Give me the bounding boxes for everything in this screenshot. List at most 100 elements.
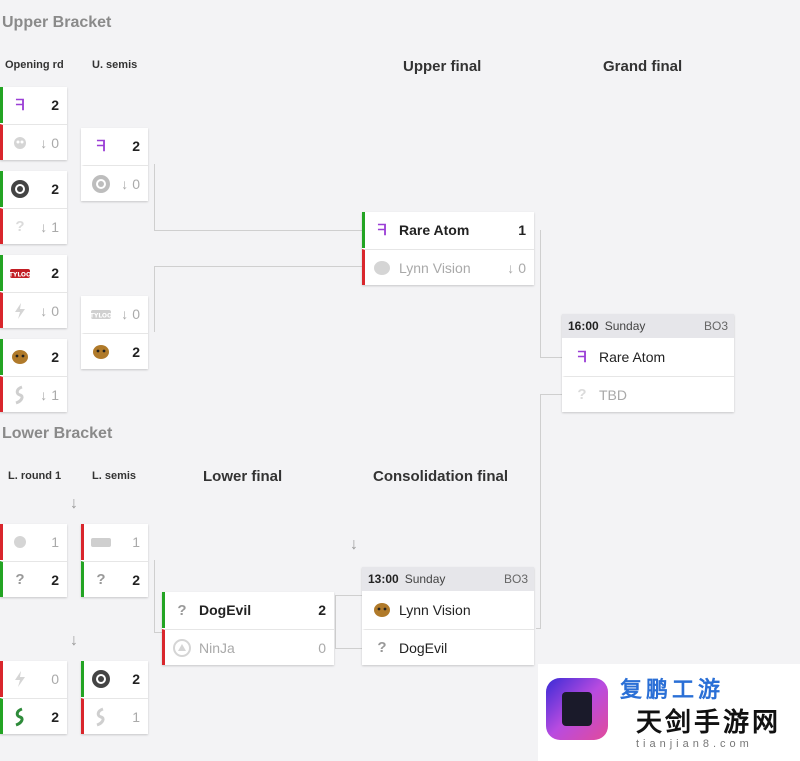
rare-atom-logo: ᖷ xyxy=(577,348,587,366)
rare-atom-logo: ᖷ xyxy=(96,137,106,155)
rare-atom-logo: ᖷ xyxy=(15,96,25,114)
arrow-down-icon: ↓ xyxy=(350,536,358,553)
match-format: BO3 xyxy=(703,319,728,333)
dragon-logo xyxy=(90,706,112,728)
match-opening-2[interactable]: 2 ? ↓ 1 xyxy=(0,171,67,244)
team-row[interactable]: ↓ 0 xyxy=(0,292,67,328)
col-upper-semis: U. semis xyxy=(92,59,138,71)
arrow-down-icon: ↓ xyxy=(40,386,48,403)
team-score: 0 xyxy=(518,259,526,276)
team-row[interactable]: TYLOO 2 xyxy=(0,255,67,291)
team-row[interactable]: ? ↓ 1 xyxy=(0,208,67,244)
team-score: 2 xyxy=(51,349,59,365)
col-opening-round: Opening rd xyxy=(5,59,64,71)
team-name: Lynn Vision xyxy=(399,259,471,276)
team-row[interactable]: ᖷ Rare Atom 1 xyxy=(362,212,534,248)
team-score: 0 xyxy=(51,134,59,151)
match-lower-round1-1[interactable]: 1 ? 2 xyxy=(0,524,67,597)
question-mark-logo: ? xyxy=(15,571,25,588)
lower-bracket-title: Lower Bracket xyxy=(2,425,113,442)
team-row[interactable]: 0 xyxy=(0,661,67,697)
match-lower-final[interactable]: ? DogEvil 2 NinJa 0 xyxy=(162,592,334,665)
match-format: BO3 xyxy=(503,572,528,586)
team-name: TBD xyxy=(599,386,627,403)
match-opening-4[interactable]: 2 ↓ 1 xyxy=(0,339,67,412)
match-consolidation-final[interactable]: 13:00 Sunday BO3 Lynn Vision ? DogEvil xyxy=(362,567,534,665)
team-row[interactable]: Lynn Vision ↓ 0 xyxy=(362,249,534,285)
tyloo-logo: TYLOO xyxy=(90,303,112,325)
team-row[interactable]: ᖷ 2 xyxy=(81,128,148,164)
tyloo-logo: TYLOO xyxy=(9,262,31,284)
watermark-sub-text: tianjian8.com xyxy=(636,738,753,750)
team-row[interactable]: 1 xyxy=(0,524,67,560)
team-row[interactable]: 1 xyxy=(81,698,148,734)
team-score: 2 xyxy=(51,97,59,113)
circle-emblem-logo xyxy=(9,178,31,200)
team-score: 2 xyxy=(318,602,326,618)
team-row[interactable]: 2 xyxy=(0,171,67,207)
team-row[interactable]: ? 2 xyxy=(81,561,148,597)
lightning-logo xyxy=(9,668,31,690)
svg-text:TYLOO: TYLOO xyxy=(9,272,31,279)
question-mark-logo: ? xyxy=(177,601,187,619)
match-lower-semi-2[interactable]: 2 1 xyxy=(81,661,148,734)
col-upper-final: Upper final xyxy=(403,58,482,75)
team-row[interactable]: 2 xyxy=(81,333,148,369)
team-row[interactable]: ᖷ 2 xyxy=(0,87,67,123)
team-row[interactable]: 2 xyxy=(0,339,67,375)
team-name: Rare Atom xyxy=(399,222,470,238)
team-row[interactable]: Lynn Vision xyxy=(362,592,534,628)
team-row[interactable]: ᖷ Rare Atom xyxy=(562,339,734,375)
team-name: Lynn Vision xyxy=(399,602,471,618)
match-upper-final[interactable]: ᖷ Rare Atom 1 Lynn Vision ↓ 0 xyxy=(362,212,534,285)
watermark-main-text: 天剑手游网 xyxy=(636,707,782,737)
team-row[interactable]: ? 2 xyxy=(0,561,67,597)
team-score: 2 xyxy=(132,343,140,360)
circle-emblem-logo xyxy=(90,173,112,195)
watermark-top-text: 复鹏工游 xyxy=(620,677,725,702)
team-row[interactable]: 2 xyxy=(0,698,67,734)
match-header: 13:00 Sunday BO3 xyxy=(362,567,534,591)
question-mark-logo: ? xyxy=(577,386,587,403)
team-row[interactable]: TYLOO ↓ 0 xyxy=(81,296,148,332)
team-score: 1 xyxy=(51,218,59,235)
team-row[interactable]: 1 xyxy=(81,524,148,560)
svg-text:TYLOO: TYLOO xyxy=(90,313,112,320)
team-score: 2 xyxy=(51,571,59,588)
team-score: 1 xyxy=(132,534,140,550)
match-time: 16:00 xyxy=(568,319,599,333)
match-grand-final[interactable]: 16:00 Sunday BO3 ᖷ Rare Atom ? TBD xyxy=(562,314,734,412)
team-score: 1 xyxy=(518,222,526,238)
team-row[interactable]: ? DogEvil 2 xyxy=(162,592,334,628)
team-row[interactable]: ↓ 1 xyxy=(0,376,67,412)
site-watermark: 复鹏工游 天剑手游网 tianjian8.com xyxy=(538,664,800,761)
question-mark-logo: ? xyxy=(377,639,387,656)
dragon-logo xyxy=(9,706,31,728)
team-score: 2 xyxy=(51,265,59,281)
team-row[interactable]: ? DogEvil xyxy=(362,629,534,665)
team-score: 0 xyxy=(318,639,326,656)
team-row[interactable]: NinJa 0 xyxy=(162,629,334,665)
team-score: 2 xyxy=(132,138,140,154)
team-name: Rare Atom xyxy=(599,349,666,365)
match-opening-3[interactable]: TYLOO 2 ↓ 0 xyxy=(0,255,67,328)
team-score: 2 xyxy=(51,181,59,197)
team-row[interactable]: ↓ 0 xyxy=(0,124,67,160)
team-score: 2 xyxy=(132,571,140,588)
rare-atom-logo: ᖷ xyxy=(377,221,387,239)
team-row[interactable]: ? TBD xyxy=(562,376,734,412)
arrow-down-icon: ↓ xyxy=(40,134,48,151)
ninja-logo xyxy=(171,637,193,659)
match-upper-semi-1[interactable]: ᖷ 2 ↓ 0 xyxy=(81,128,148,201)
team-row[interactable]: ↓ 0 xyxy=(81,165,148,201)
upper-bracket-title: Upper Bracket xyxy=(2,14,112,31)
match-upper-semi-2[interactable]: TYLOO ↓ 0 2 xyxy=(81,296,148,369)
tyloo-logo xyxy=(90,531,112,553)
arrow-down-icon: ↓ xyxy=(121,175,129,192)
match-opening-1[interactable]: ᖷ 2 ↓ 0 xyxy=(0,87,67,160)
team-score: 0 xyxy=(132,306,140,322)
team-name: DogEvil xyxy=(199,602,252,618)
match-lower-round1-2[interactable]: 0 2 xyxy=(0,661,67,734)
match-lower-semi-1[interactable]: 1 ? 2 xyxy=(81,524,148,597)
team-row[interactable]: 2 xyxy=(81,661,148,697)
